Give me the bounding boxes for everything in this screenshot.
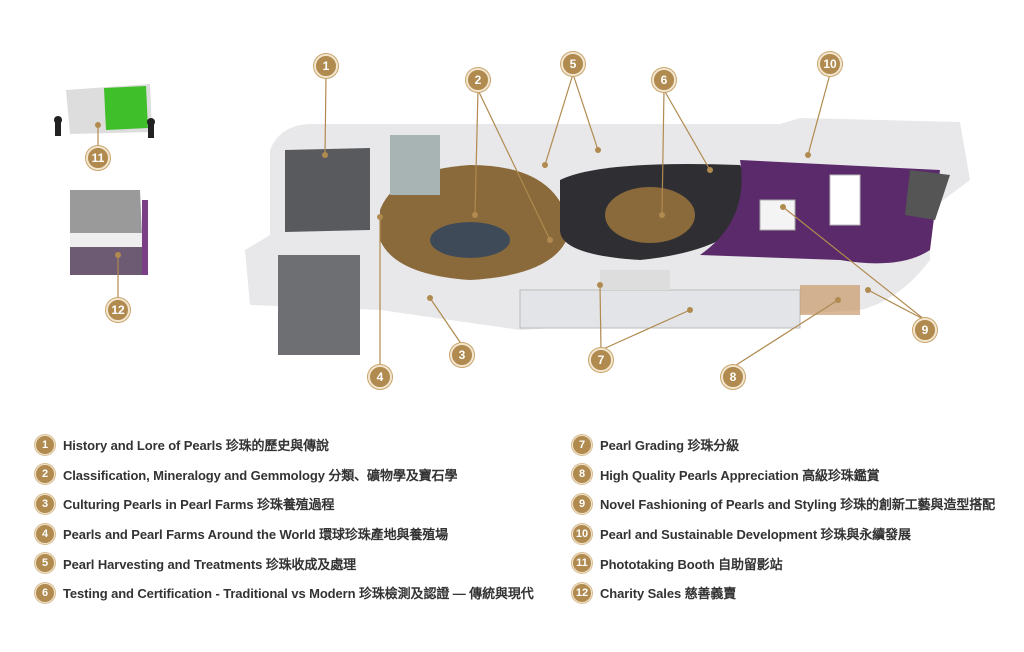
legend-text: Novel Fashioning of Pearls and Styling 珍… xyxy=(600,497,996,513)
zone-marker-6: 6 xyxy=(652,68,676,92)
zone-marker-7: 7 xyxy=(589,348,613,372)
legend-item: 1 History and Lore of Pearls 珍珠的歷史與傳說 xyxy=(35,430,534,460)
legend-number: 4 xyxy=(35,523,55,544)
legend-number: 9 xyxy=(572,493,592,514)
zone-marker-9: 9 xyxy=(913,318,937,342)
legend-item: 7 Pearl Grading 珍珠分級 xyxy=(572,430,995,460)
legend-number: 1 xyxy=(35,434,55,455)
legend-text: Culturing Pearls in Pearl Farms 珍珠養殖過程 xyxy=(63,497,335,513)
legend-number: 3 xyxy=(35,493,55,514)
legend-text: Phototaking Booth 自助留影站 xyxy=(600,556,783,572)
charity-sales-model xyxy=(70,190,148,275)
legend-number: 7 xyxy=(572,434,592,455)
legend-item: 3 Culturing Pearls in Pearl Farms 珍珠養殖過程 xyxy=(35,489,534,519)
legend-item: 2 Classification, Mineralogy and Gemmolog… xyxy=(35,460,534,490)
zone-marker-10: 10 xyxy=(818,52,842,76)
main-exhibition-model xyxy=(245,118,970,355)
legend-number: 6 xyxy=(35,582,55,603)
photo-booth-model xyxy=(54,84,155,138)
floor-plan-illustration xyxy=(54,73,970,368)
legend-text: Pearls and Pearl Farms Around the World … xyxy=(63,527,449,543)
legend-text: High Quality Pearls Appreciation 高級珍珠鑑賞 xyxy=(600,467,880,483)
zone-marker-12: 12 xyxy=(106,298,130,322)
legend-text: Testing and Certification - Traditional … xyxy=(63,586,534,602)
legend-item: 5 Pearl Harvesting and Treatments 珍珠收成及處理 xyxy=(35,548,534,578)
legend-number: 10 xyxy=(572,523,592,544)
legend-text: Classification, Mineralogy and Gemmology… xyxy=(63,467,458,483)
legend-item: 11 Phototaking Booth 自助留影站 xyxy=(572,548,995,578)
zone-marker-5: 5 xyxy=(561,52,585,76)
legend-right: 7 Pearl Grading 珍珠分級 8 High Quality Pearls… xyxy=(572,430,995,608)
zone-marker-4: 4 xyxy=(368,365,392,389)
legend-text: Pearl and Sustainable Development 珍珠與永續發… xyxy=(600,527,911,543)
legend-left: 1 History and Lore of Pearls 珍珠的歷史與傳說 2 Cl… xyxy=(35,430,534,608)
legend-item: 10 Pearl and Sustainable Development 珍珠與永… xyxy=(572,519,995,549)
zone-marker-2: 2 xyxy=(466,68,490,92)
legend-number: 2 xyxy=(35,464,55,485)
zone-marker-1: 1 xyxy=(314,54,338,78)
legend-item: 8 High Quality Pearls Appreciation 高級珍珠鑑賞 xyxy=(572,460,995,490)
legend-item: 4 Pearls and Pearl Farms Around the World… xyxy=(35,519,534,549)
legend-text: Pearl Harvesting and Treatments 珍珠收成及處理 xyxy=(63,556,357,572)
legend-text: Charity Sales 慈善義賣 xyxy=(600,586,737,602)
legend-item: 12 Charity Sales 慈善義賣 xyxy=(572,578,995,608)
legend-text: Pearl Grading 珍珠分級 xyxy=(600,438,740,454)
legend-number: 11 xyxy=(572,553,592,574)
leader-dots xyxy=(95,122,871,313)
legend-item: 9 Novel Fashioning of Pearls and Styling … xyxy=(572,489,995,519)
legend-item: 6 Testing and Certification - Traditional… xyxy=(35,578,534,608)
legend-number: 5 xyxy=(35,553,55,574)
zone-marker-3: 3 xyxy=(450,343,474,367)
legend-number: 12 xyxy=(572,582,592,603)
leader-lines xyxy=(97,73,926,368)
legend-text: History and Lore of Pearls 珍珠的歷史與傳說 xyxy=(63,438,329,454)
legend-number: 8 xyxy=(572,464,592,485)
zone-marker-8: 8 xyxy=(721,365,745,389)
zone-marker-11: 11 xyxy=(86,146,110,170)
